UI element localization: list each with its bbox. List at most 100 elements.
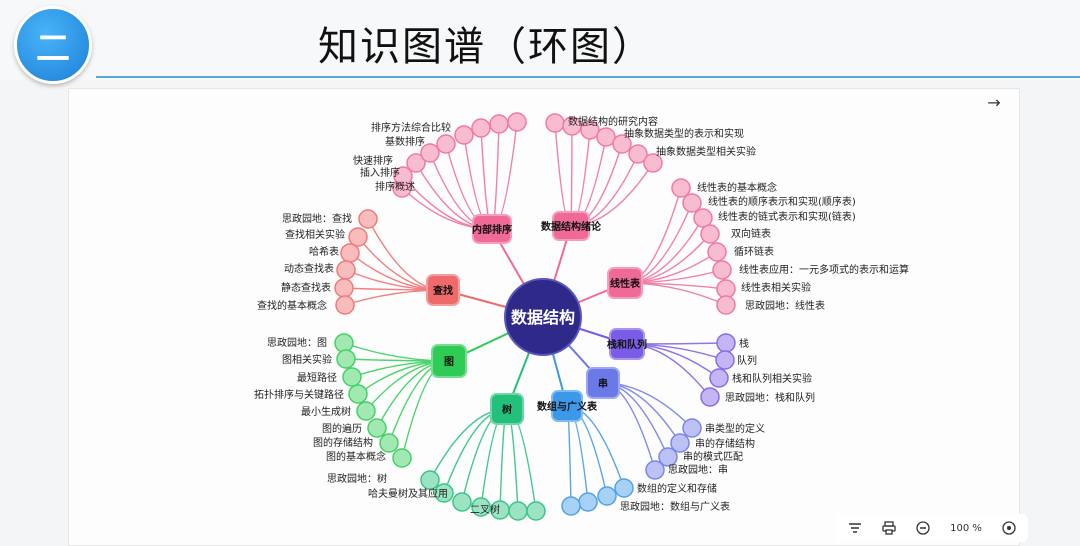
- leaf-node[interactable]: [712, 260, 732, 280]
- zoom-level: 100 %: [950, 522, 982, 534]
- leaf-label: 栈和队列相关实验: [732, 372, 812, 385]
- branch-node[interactable]: [431, 344, 467, 378]
- branch-node[interactable]: [490, 393, 524, 425]
- leaf-node[interactable]: [454, 125, 474, 145]
- leaf-label: 线性表的链式表示和实现(链表): [718, 210, 856, 223]
- leaf-node[interactable]: [682, 193, 702, 213]
- leaf-node[interactable]: [580, 120, 600, 140]
- leaf-node[interactable]: [489, 114, 509, 134]
- branch-label: 图: [444, 356, 454, 368]
- leaf-label: 队列: [737, 354, 757, 367]
- leaf-node[interactable]: [716, 295, 736, 315]
- leaf-label: 插入排序: [360, 166, 400, 179]
- slide-title: 知识图谱（环图）: [318, 24, 654, 70]
- center-node[interactable]: [504, 278, 582, 356]
- leaf-label: 线性表相关实验: [741, 281, 811, 294]
- leaf-node[interactable]: [471, 497, 491, 517]
- leaf-node[interactable]: [643, 153, 663, 173]
- leaf-label: 思政园地：数组与广义表: [620, 500, 730, 513]
- branch-label: 串: [598, 377, 608, 390]
- leaf-node[interactable]: [545, 113, 565, 133]
- leaf-label: 线性表应用：一元多项式的表示和运算: [739, 263, 909, 276]
- leaf-node[interactable]: [526, 501, 546, 521]
- leaf-label: 数据结构的研究内容: [568, 115, 658, 128]
- leaf-label: 快速排序: [353, 154, 393, 167]
- leaf-node[interactable]: [578, 492, 598, 512]
- leaf-label: 栈: [739, 337, 749, 350]
- leaf-node[interactable]: [340, 243, 360, 263]
- leaf-node[interactable]: [342, 367, 362, 387]
- branch-label: 树: [502, 403, 512, 416]
- leaf-node[interactable]: [452, 492, 472, 512]
- leaf-node[interactable]: [335, 295, 355, 315]
- leaf-node[interactable]: [597, 486, 617, 506]
- leaf-node[interactable]: [356, 401, 376, 421]
- leaf-label: 哈夫曼树及其应用: [368, 487, 448, 500]
- leaf-node[interactable]: [562, 116, 582, 136]
- leaf-node[interactable]: [700, 387, 720, 407]
- leaf-node[interactable]: [420, 470, 440, 490]
- leaf-node[interactable]: [614, 478, 634, 498]
- leaf-node[interactable]: [507, 112, 527, 132]
- leaf-node[interactable]: [367, 418, 387, 438]
- leaf-node[interactable]: [658, 447, 678, 467]
- leaf-connector: [480, 127, 493, 230]
- branch-node[interactable]: [609, 328, 645, 360]
- leaf-node[interactable]: [334, 278, 354, 298]
- leaf-node[interactable]: [645, 460, 665, 480]
- zoom-out-icon[interactable]: [912, 517, 934, 539]
- leaf-node[interactable]: [671, 178, 691, 198]
- leaf-label: 拓扑排序与关键路径: [254, 388, 344, 401]
- slide-header: 二 知识图谱（环图）: [0, 0, 1080, 84]
- leaf-label: 排序方法综合比较: [371, 121, 451, 134]
- leaf-node[interactable]: [392, 448, 412, 468]
- leaf-node[interactable]: [336, 349, 356, 369]
- leaf-label: 思政园地：图: [267, 336, 327, 349]
- leaf-node[interactable]: [716, 333, 736, 353]
- branch-node[interactable]: [552, 211, 590, 241]
- leaf-node[interactable]: [596, 127, 616, 147]
- leaf-node[interactable]: [420, 143, 440, 163]
- leaf-label: 线性表的顺序表示和实现(顺序表): [708, 195, 856, 208]
- leaf-label: 循环链表: [734, 245, 774, 258]
- leaf-node[interactable]: [434, 483, 454, 503]
- leaf-node[interactable]: [693, 208, 713, 228]
- leaf-node[interactable]: [393, 166, 413, 186]
- branch-node[interactable]: [472, 214, 512, 244]
- leaf-node[interactable]: [348, 384, 368, 404]
- branch-label: 栈和队列: [607, 338, 647, 351]
- leaf-node[interactable]: [358, 209, 378, 229]
- leaf-node[interactable]: [436, 134, 456, 154]
- arrow-right-icon[interactable]: →: [987, 93, 1001, 112]
- leaf-node[interactable]: [348, 227, 368, 247]
- leaf-node[interactable]: [628, 144, 648, 164]
- leaf-label: 思政园地：查找: [282, 212, 352, 225]
- leaf-node[interactable]: [670, 433, 690, 453]
- leaf-node[interactable]: [612, 134, 632, 154]
- leaf-label: 串类型的定义: [705, 422, 765, 435]
- leaf-node[interactable]: [508, 501, 528, 521]
- zoom-in-icon[interactable]: [998, 517, 1020, 539]
- leaf-label: 二叉树: [470, 503, 500, 516]
- leaf-label: 最小生成树: [301, 405, 351, 418]
- leaf-node[interactable]: [709, 368, 729, 388]
- filter-icon[interactable]: [844, 517, 866, 539]
- leaf-node[interactable]: [471, 118, 491, 138]
- branch-node[interactable]: [586, 367, 620, 399]
- leaf-node[interactable]: [561, 496, 581, 516]
- print-icon[interactable]: [878, 517, 900, 539]
- branch-node[interactable]: [426, 274, 460, 306]
- title-divider: [96, 76, 1080, 78]
- leaf-label: 思政园地：栈和队列: [725, 391, 815, 404]
- leaf-label: 串的存储结构: [695, 437, 755, 450]
- leaf-node[interactable]: [682, 418, 702, 438]
- leaf-node[interactable]: [379, 433, 399, 453]
- leaf-node[interactable]: [707, 242, 727, 262]
- branch-node[interactable]: [607, 267, 643, 299]
- leaf-node[interactable]: [406, 153, 426, 173]
- leaf-node[interactable]: [334, 333, 354, 353]
- leaf-node[interactable]: [336, 260, 356, 280]
- leaf-node[interactable]: [700, 224, 720, 244]
- branch-node[interactable]: [551, 390, 583, 422]
- leaf-node[interactable]: [715, 350, 735, 370]
